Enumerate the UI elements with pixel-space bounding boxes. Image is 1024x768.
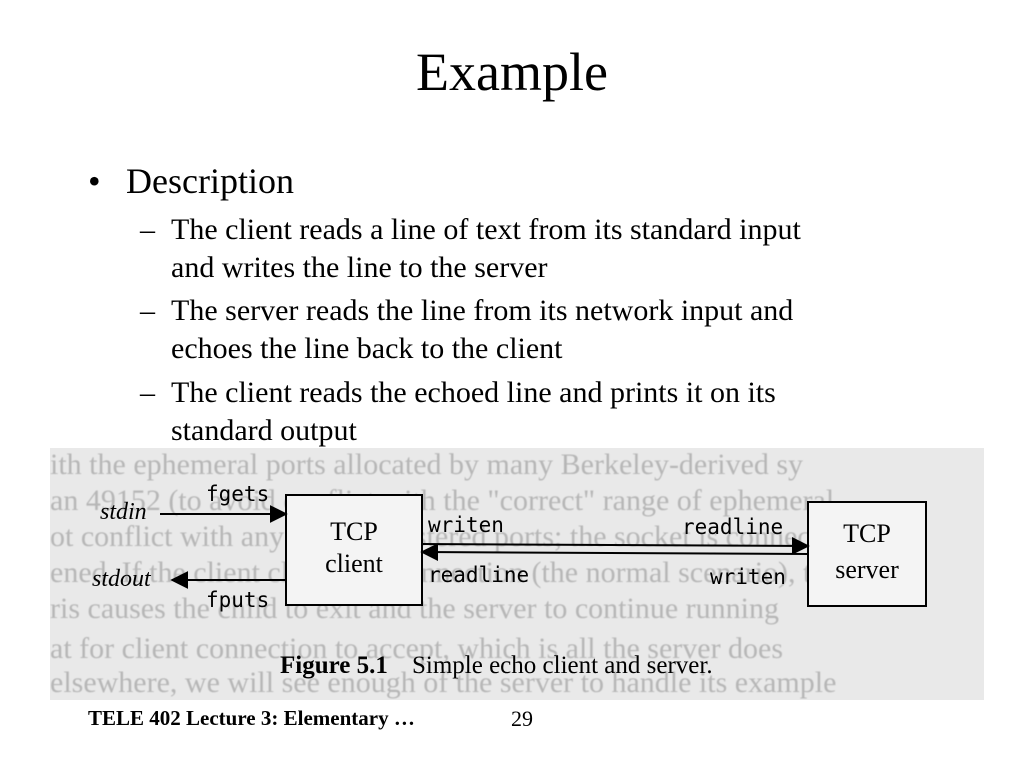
sub-item-1: – The client reads a line of text from i… [140,211,900,287]
client-readline-label: readline [428,563,529,587]
sub-item-3-line1: The client reads the echoed line and pri… [171,376,776,409]
server-to-client-arrow [420,543,809,562]
background-text-line: elsewhere, we will see enough of the ser… [50,666,837,699]
bullet-description: • Description [88,160,294,202]
dash-icon: – [140,376,155,409]
client-to-server-arrow [421,536,810,555]
dash-icon: – [140,213,155,246]
server-box-line2: server [835,555,899,584]
sub-item-2: – The server reads the line from its net… [140,292,900,368]
fgets-label: fgets [206,482,269,506]
stdin-label: stdin [100,499,147,525]
footer-text: TELE 402 Lecture 3: Elementary … [88,706,415,730]
background-text-line: ith the ephemeral ports allocated by man… [50,448,804,481]
client-box-line1: TCP [330,517,378,546]
client-writen-label: writen [428,513,504,537]
figure-caption-label: Figure 5.1 [280,652,388,679]
figure-caption-text: Simple echo client and server. [412,652,713,679]
bullet-label: Description [126,161,294,201]
sub-item-2-line2: echoes the line back to the client [171,332,563,365]
sub-item-3: – The client reads the echoed line and p… [140,374,900,450]
stdout-label: stdout [92,566,152,592]
background-text-line: an 49152 (to avoid conflict with the "co… [50,484,835,517]
echo-diagram: fgets stdin stdout fputs TCP client TCP … [92,482,927,679]
sub-item-1-line2: and writes the line to the server [171,251,548,284]
bullet-icon: • [88,161,101,201]
slide-title: Example [416,42,608,102]
tcp-server-box [807,501,927,607]
background-text-line: at for client connection to accept, whic… [50,632,784,665]
page-number: 29 [511,706,533,731]
fputs-label: fputs [206,588,269,612]
server-writen-label: writen [710,565,786,589]
sub-item-2-line1: The server reads the line from its netwo… [171,294,794,327]
dash-icon: – [140,294,155,327]
sub-item-1-line1: The client reads a line of text from its… [171,213,801,246]
echo-figure-image: ith the ephemeral ports allocated by man… [50,448,984,700]
sub-item-3-line2: standard output [171,414,357,447]
server-box-line1: TCP [843,519,891,548]
server-readline-label: readline [682,515,783,539]
background-text-line: ot conflict with any of the registered p… [50,520,923,553]
client-box-line2: client [325,549,384,578]
